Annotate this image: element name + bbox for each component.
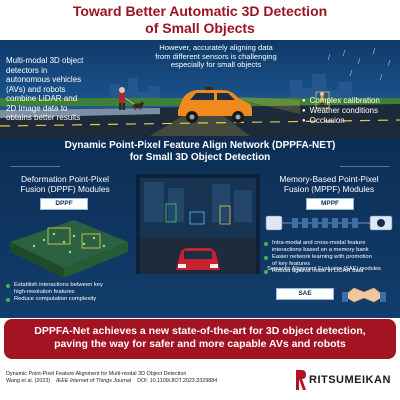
network-panel: Dynamic Point-Pixel Feature Align Networ… — [0, 138, 400, 318]
handshake-icon — [342, 287, 386, 303]
ritsumeikan-logo-icon — [296, 370, 306, 390]
dppf-title-line-1: Deformation Point-Pixel — [21, 174, 109, 184]
mppf-bullet-line: of key features — [272, 261, 311, 267]
challenge-line: from different sensors is challenging — [155, 51, 277, 61]
challenge-item: Weather conditions — [302, 106, 380, 116]
autonomous-car-icon — [178, 87, 252, 123]
mppf-bullet-line: Easier network learning with promotion — [272, 254, 372, 260]
citation: Dynamic Point-Pixel Feature Alignment fo… — [6, 371, 217, 385]
mppf-bullet: Easier network learning with promotion o… — [264, 254, 396, 268]
dppf-title-line-2: Fusion (DPPF) Modules — [20, 184, 110, 194]
sae-badge: SAE — [276, 288, 334, 300]
intro-text: Multi-modal 3D object detectors in auton… — [6, 56, 108, 123]
citation-doi: DOI: 10.1109/JIOT.2023.3329884 — [137, 378, 218, 384]
poster-title-line-1: Toward Better Automatic 3D Detection — [72, 3, 328, 19]
memory-bank-icon — [265, 215, 393, 231]
conclusion-line-2: paving the way for safer and more capabl… — [54, 337, 346, 350]
intro-line: 2D Image data to — [6, 103, 68, 113]
pedestrian-with-dog-icon — [119, 87, 144, 110]
citation-journal: IEEE Internet of Things Journal — [56, 378, 132, 384]
title-divider — [10, 166, 60, 167]
intro-line: detectors in — [6, 65, 48, 75]
sae-label: Semantic Alignment Evaluator (SAE) modul… — [267, 266, 381, 272]
dppf-bullet-line: high-resolution features — [14, 289, 75, 295]
dppf-bullet: Establish interactions between key high-… — [6, 282, 136, 296]
dppf-bullet: Reduce computation complexity — [6, 296, 136, 303]
logo-text: RITSUMEIKAN — [309, 374, 391, 386]
mppf-title-line-1: Memory-Based Point-Pixel — [279, 174, 379, 184]
challenge-list: Complex calibration Weather conditions O… — [302, 96, 380, 126]
citation-authors: Wang et al. (2023) — [6, 378, 51, 384]
mppf-badge: MPPF — [306, 198, 354, 210]
lidar-point-cloud-icon — [10, 220, 128, 278]
dppf-bullet-line: Establish interactions between key — [14, 282, 103, 288]
poster-title: Toward Better Automatic 3D Detection of … — [0, 0, 400, 43]
network-title-line-1: Dynamic Point-Pixel Feature Align Networ… — [64, 140, 336, 151]
rain-icon — [327, 47, 391, 81]
mppf-bullet-line: Intra-modal and cross-modal feature — [272, 240, 366, 246]
mppf-title: Memory-Based Point-Pixel Fusion (MPPF) M… — [264, 174, 394, 194]
red-car-icon — [176, 248, 220, 270]
mppf-title-line-2: Fusion (MPPF) Modules — [283, 184, 375, 194]
dppf-title: Deformation Point-Pixel Fusion (DPPF) Mo… — [4, 174, 126, 194]
intro-line: Multi-modal 3D object — [6, 56, 84, 65]
title-divider — [340, 166, 390, 167]
footer: Dynamic Point-Pixel Feature Alignment fo… — [0, 364, 400, 400]
intro-line: combine LiDAR and — [6, 94, 78, 103]
mppf-bullet: Robust against noise in LiDAR data — [264, 268, 396, 275]
network-title-line-2: for Small 3D Object Detection — [129, 152, 271, 163]
conclusion-banner: DPPFA-Net achieves a new state-of-the-ar… — [4, 319, 396, 359]
street-illustration — [0, 47, 400, 138]
lidar-beam-icon — [150, 96, 300, 136]
intro-line: (AVs) and robots — [6, 84, 66, 94]
camera-image-icon — [136, 174, 260, 274]
conclusion-line-1: DPPFA-Net achieves a new state-of-the-ar… — [34, 325, 366, 337]
intro-line: autonomous vehicles — [6, 75, 82, 84]
mppf-bullet-line: interactions based on a memory bank — [272, 247, 369, 253]
challenge-line: especially for small objects — [170, 60, 262, 70]
intro-line: obtains better results — [6, 113, 81, 122]
challenge-line: However, accurately aligning data — [159, 43, 273, 52]
dppf-badge: DPPF — [40, 198, 88, 210]
mppf-bullets: Intra-modal and cross-modal feature inte… — [264, 240, 396, 275]
dppf-bullets: Establish interactions between key high-… — [6, 282, 136, 303]
challenge-item: Complex calibration — [302, 96, 380, 106]
street-scene: Multi-modal 3D object detectors in auton… — [0, 40, 400, 138]
poster-title-line-2: of Small Objects — [145, 20, 255, 36]
citation-title: Dynamic Point-Pixel Feature Alignment fo… — [6, 371, 187, 377]
network-title: Dynamic Point-Pixel Feature Align Networ… — [10, 140, 390, 164]
mppf-bullet: Intra-modal and cross-modal feature inte… — [264, 240, 396, 254]
challenge-text: However, accurately aligning data from d… — [148, 43, 284, 70]
citation-meta: Wang et al. (2023) IEEE Internet of Thin… — [6, 378, 217, 385]
challenge-item: Occlusion — [302, 116, 380, 126]
